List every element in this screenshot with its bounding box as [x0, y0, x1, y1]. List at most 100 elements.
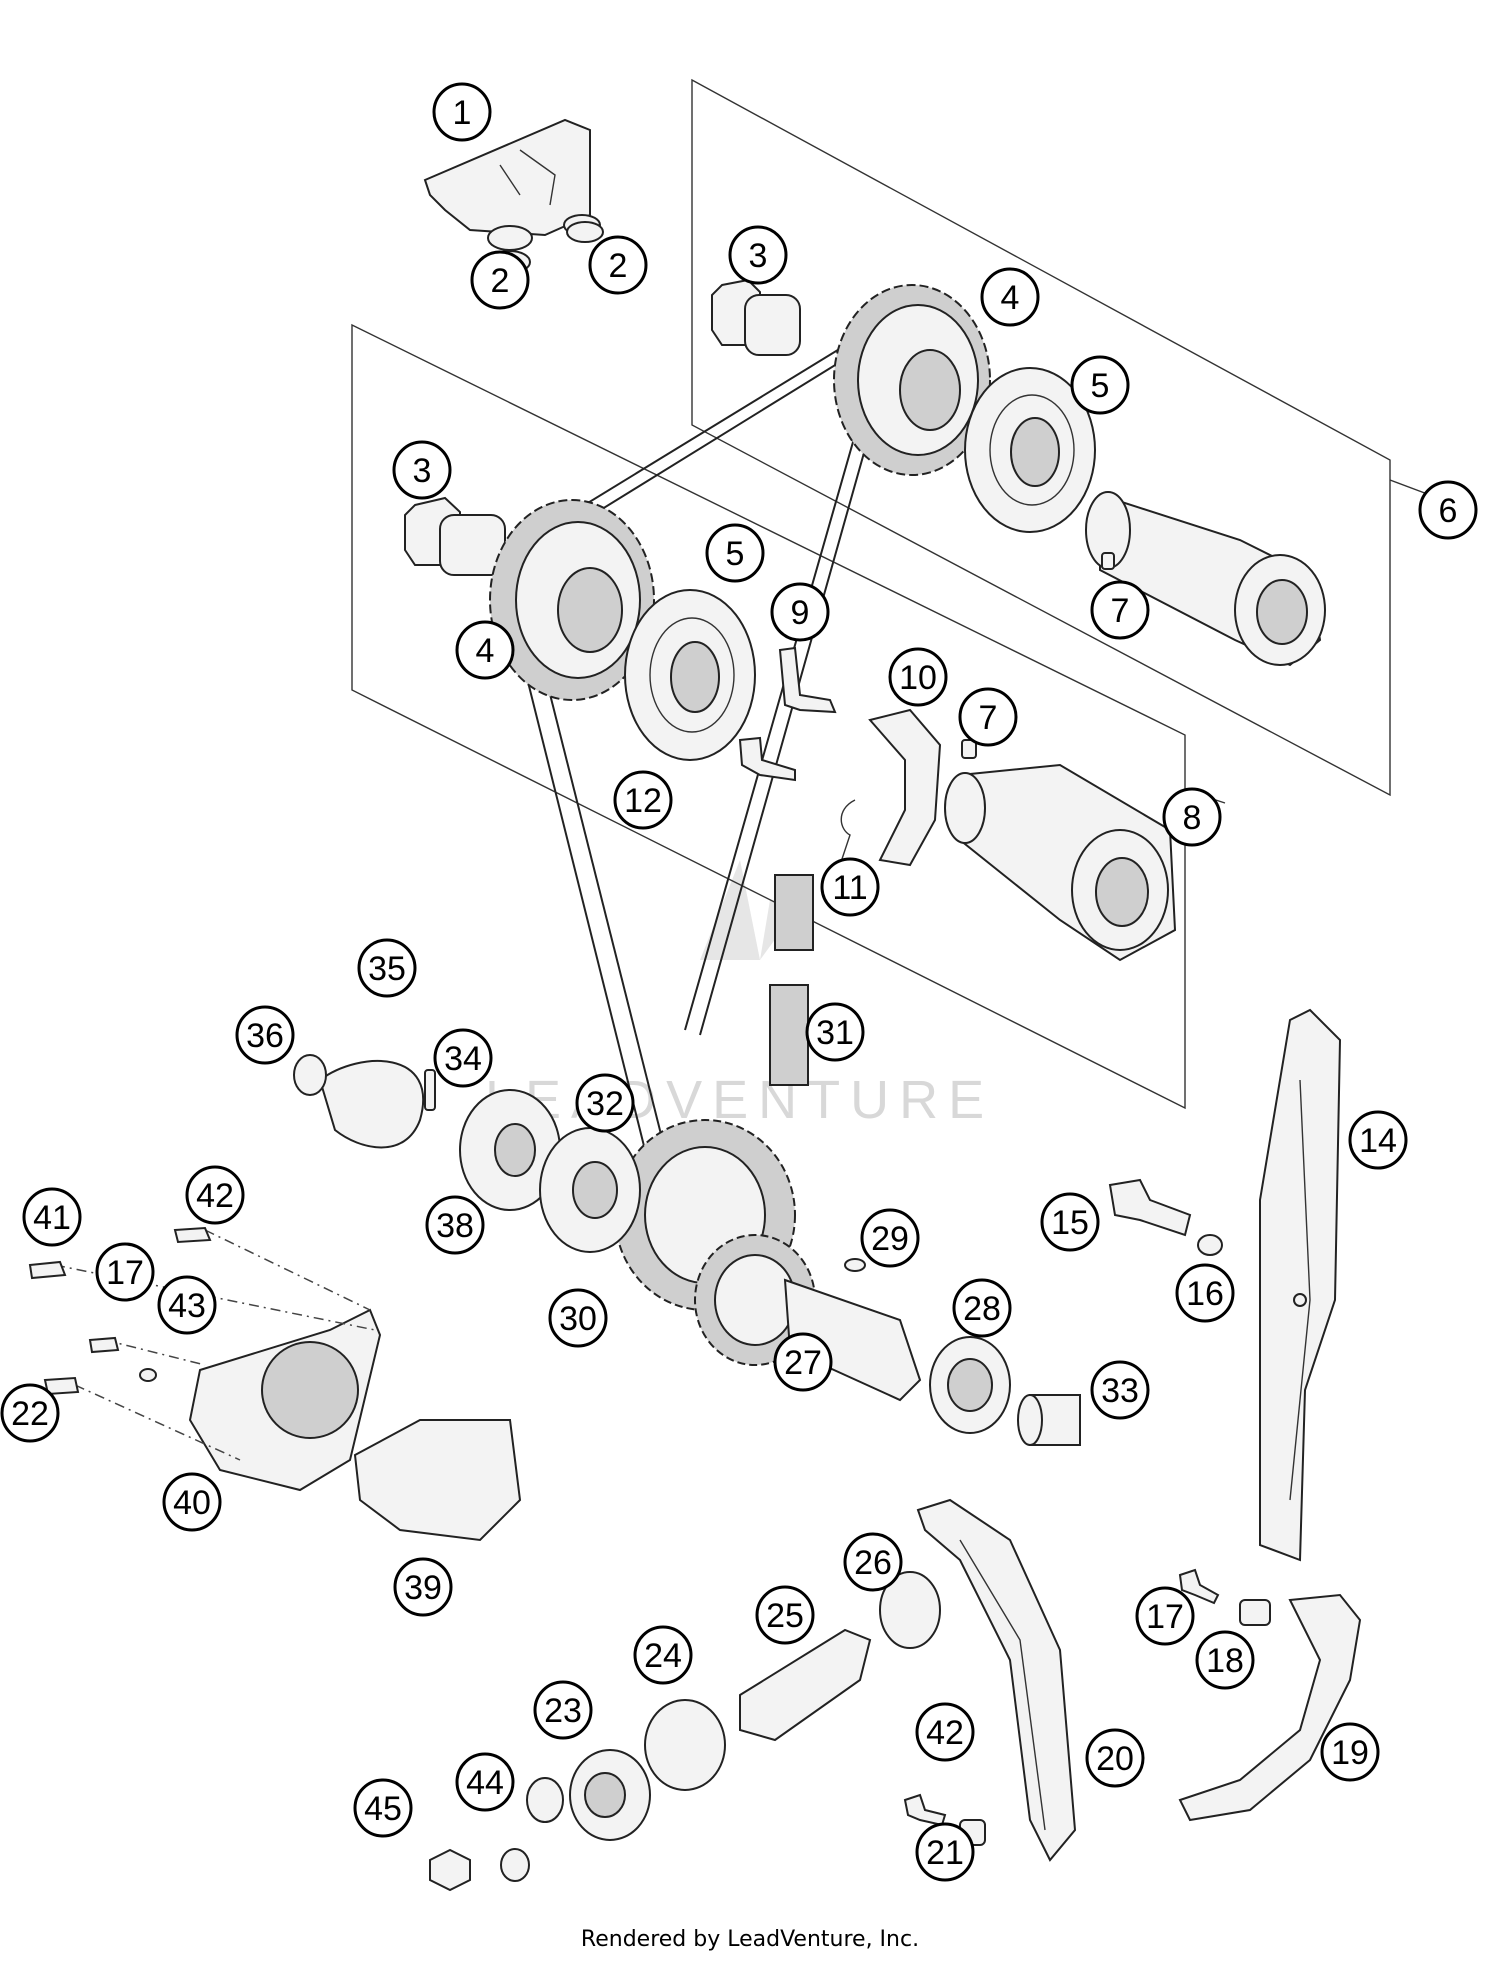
part-callout-number: 23 [544, 1692, 582, 1730]
part-callout-1: 1 [432, 82, 492, 142]
part-callout-number: 5 [1091, 367, 1110, 405]
part-callout-number: 14 [1359, 1122, 1397, 1160]
part-callout-number: 22 [11, 1395, 49, 1433]
part-callout-18: 18 [1195, 1630, 1255, 1690]
part-callout-number: 15 [1051, 1204, 1089, 1242]
part-callout-29: 29 [860, 1208, 920, 1268]
part-callout-5: 5 [705, 523, 765, 583]
part-callout-27: 27 [773, 1332, 833, 1392]
part-callout-number: 20 [1096, 1740, 1134, 1778]
decompressor-parts [738, 646, 942, 881]
part-callout-44: 44 [455, 1752, 515, 1812]
part-callout-number: 17 [1146, 1598, 1184, 1636]
part-callout-11: 11 [820, 857, 880, 917]
part-callout-45: 45 [353, 1778, 413, 1838]
part-callout-28: 28 [952, 1278, 1012, 1338]
part-callout-8: 8 [1162, 787, 1222, 847]
part-5-bearings [624, 367, 1096, 761]
part-callout-number: 4 [1001, 279, 1020, 317]
part-callout-number: 9 [791, 594, 810, 632]
part-callout-number: 44 [466, 1764, 504, 1802]
part-callout-19: 19 [1320, 1722, 1380, 1782]
part-callout-number: 18 [1206, 1642, 1244, 1680]
part-callout-number: 7 [1111, 592, 1130, 630]
parts-15-16 [1108, 1178, 1223, 1256]
part-callout-4: 4 [455, 620, 515, 680]
part-3-bolts [404, 278, 801, 576]
part-callout-6: 6 [1418, 480, 1478, 540]
part-callout-26: 26 [843, 1532, 903, 1592]
part-callout-3: 3 [728, 225, 788, 285]
part-callout-14: 14 [1348, 1110, 1408, 1170]
part-callout-17: 17 [95, 1242, 155, 1302]
part-callout-number: 36 [246, 1017, 284, 1055]
part-callout-3: 3 [392, 440, 452, 500]
part-callout-30: 30 [548, 1288, 608, 1348]
part-callout-25: 25 [755, 1585, 815, 1645]
part-callout-17: 17 [1135, 1586, 1195, 1646]
part-callout-number: 11 [832, 869, 867, 907]
part-callout-number: 30 [559, 1300, 597, 1338]
footer-credit: Rendered by LeadVenture, Inc. [580, 1927, 920, 1952]
part-callout-36: 36 [235, 1005, 295, 1065]
part-callout-number: 32 [586, 1085, 624, 1123]
part-4-sprockets [489, 284, 991, 701]
part-callout-number: 7 [979, 699, 998, 737]
part-callout-16: 16 [1175, 1263, 1235, 1323]
part-callout-number: 28 [963, 1290, 1001, 1328]
part-callout-number: 3 [749, 237, 768, 275]
tensioner-parts [429, 1571, 986, 1892]
part-callout-2: 2 [470, 250, 530, 310]
part-callout-31: 31 [805, 1002, 865, 1062]
part-callout-number: 26 [854, 1544, 892, 1582]
part-callout-number: 24 [644, 1637, 682, 1675]
part-callout-15: 15 [1040, 1192, 1100, 1252]
part-callout-7: 7 [1090, 580, 1150, 640]
part-callout-21: 21 [915, 1822, 975, 1882]
part-callout-12: 12 [613, 770, 673, 830]
part-14-chain-guide [1259, 1008, 1342, 1562]
part-callout-number: 27 [784, 1344, 822, 1382]
part-callout-number: 42 [196, 1177, 234, 1215]
watermark-text: LEADVENTURE [485, 1070, 994, 1130]
part-callout-number: 10 [899, 659, 937, 697]
part-callout-number: 34 [444, 1040, 482, 1078]
part-callout-40: 40 [162, 1472, 222, 1532]
part-callout-number: 31 [816, 1014, 854, 1052]
part-callout-20: 20 [1085, 1728, 1145, 1788]
part-callout-43: 43 [157, 1275, 217, 1335]
water-pump-cover [28, 1226, 522, 1542]
part-callout-22: 22 [0, 1383, 60, 1443]
parts-17-18 [1178, 1568, 1271, 1626]
part-callout-41: 41 [22, 1187, 82, 1247]
water-pump-parts [293, 1054, 641, 1253]
part-callout-33: 33 [1090, 1360, 1150, 1420]
part-callout-7: 7 [958, 687, 1018, 747]
part-callout-38: 38 [425, 1195, 485, 1255]
part-callout-number: 1 [453, 94, 472, 132]
part-callout-number: 42 [926, 1714, 964, 1752]
part-callout-9: 9 [770, 582, 830, 642]
part-callout-2: 2 [588, 235, 648, 295]
part-callout-number: 29 [871, 1220, 909, 1258]
part-callout-number: 17 [106, 1254, 144, 1292]
part-callout-number: 12 [624, 782, 662, 820]
part-callout-number: 6 [1439, 492, 1458, 530]
part-callout-number: 21 [926, 1834, 964, 1872]
part-callout-number: 43 [168, 1287, 206, 1325]
part-callout-39: 39 [393, 1557, 453, 1617]
camshafts [944, 491, 1326, 962]
part-callout-4: 4 [980, 267, 1040, 327]
part-callout-23: 23 [533, 1680, 593, 1740]
part-callout-5: 5 [1070, 355, 1130, 415]
part-callout-number: 25 [766, 1597, 804, 1635]
leadventure-watermark: LEADVENTURE [485, 860, 994, 1130]
part-callout-number: 39 [404, 1569, 442, 1607]
part-callout-32: 32 [575, 1073, 635, 1133]
part-callout-42: 42 [185, 1165, 245, 1225]
part-callout-number: 2 [609, 247, 628, 285]
part-callout-number: 5 [726, 535, 745, 573]
part-callout-number: 38 [436, 1207, 474, 1245]
